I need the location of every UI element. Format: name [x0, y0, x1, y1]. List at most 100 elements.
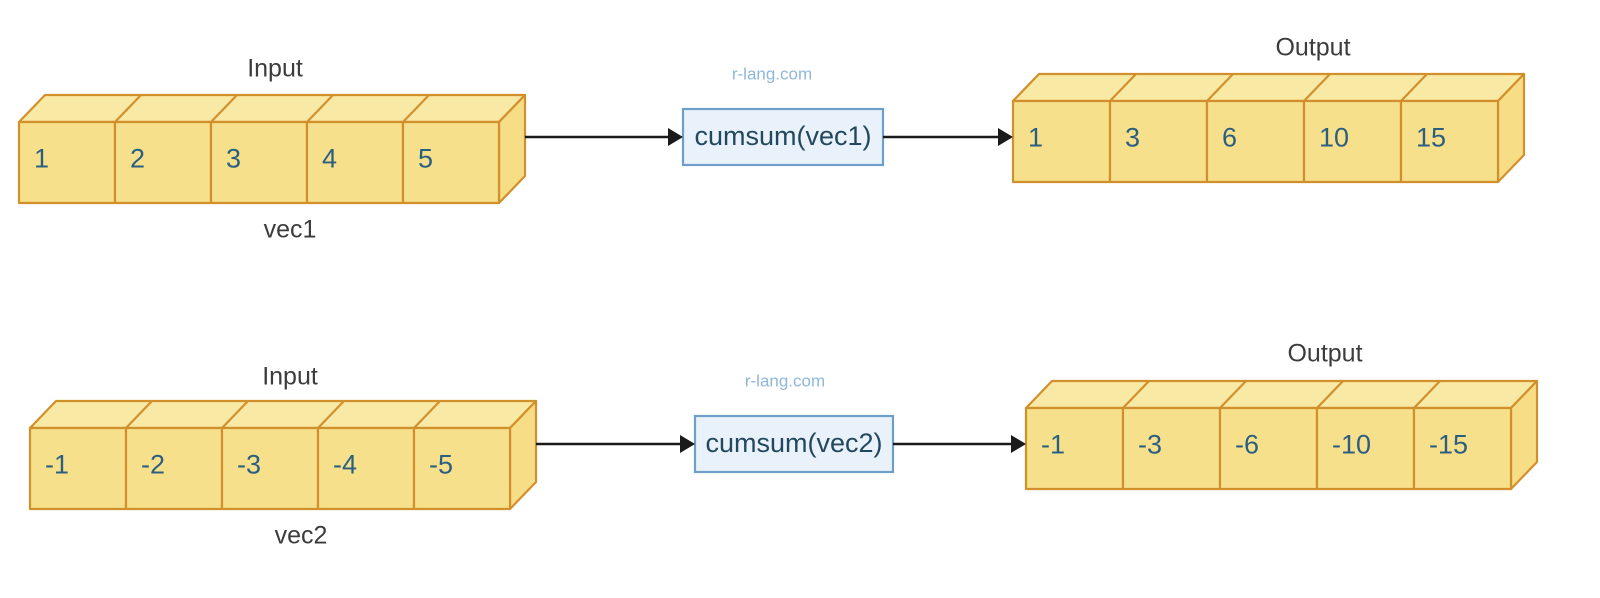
row-1-arrow-op-to-output: [883, 128, 1013, 146]
row-1-output-box-cell: 3: [1108, 73, 1209, 184]
row-2-output-box-cell-face: [1218, 406, 1319, 491]
row-2-output-box-cell: -3: [1121, 380, 1222, 491]
row-1-output-box-cell-top-divider: [1400, 73, 1428, 102]
row-2-input-box-cell-value: -1: [45, 450, 69, 480]
row-1-watermark: r-lang.com: [732, 64, 812, 83]
row-2-output-box: -1 -3 -6 -10 -15: [1024, 379, 1539, 491]
row-2-input-box-cell-top-divider: [221, 400, 249, 429]
row-1-output-box-cell-top-divider: [1109, 73, 1137, 102]
row-2-input-box-cell: -2: [124, 400, 224, 511]
row-2: -1 -2 -3 -4 -5 -1 -3 -6 -10 -15 cumsum(vec2) Input v…: [28, 340, 1539, 550]
row-1-input-box: 1 2 3 4 5: [17, 93, 527, 205]
row-2-input-box-cell: -4: [316, 400, 416, 511]
row-1-output-box-cell-face: [1399, 99, 1500, 184]
row-2-input-box-cell-top-divider: [125, 400, 153, 429]
row-1-output-box-cell-value: 15: [1416, 123, 1446, 153]
row-2-output-box-cell-value: -15: [1429, 430, 1468, 460]
row-2-output-box-cell-value: -6: [1235, 430, 1259, 460]
row-2-input-box-cell-face: [124, 426, 224, 511]
row-2-input-box-cell: -1: [28, 426, 128, 511]
row-2-arrow-input-to-op-head: [680, 435, 695, 453]
row-2-output-box-cell-top-divider: [1219, 380, 1247, 409]
row-1-arrow-op-to-output-head: [998, 128, 1013, 146]
row-2-input-box-cell-value: -2: [141, 450, 165, 480]
row-2-arrow-op-to-output: [893, 435, 1026, 453]
row-2-input-box-cell-face: [28, 426, 128, 511]
row-2-output-box-cell-face: [1024, 406, 1125, 491]
row-1-arrow-input-to-op-head: [668, 128, 683, 146]
row-2-input-box-cell-top-divider: [317, 400, 345, 429]
row-1-output-box-top-face: [1011, 72, 1526, 103]
row-1-input-box-cell: 2: [113, 94, 213, 205]
row-2-input-box-cell-value: -4: [333, 450, 357, 480]
row-2-output-box-cell: -15: [1412, 380, 1513, 491]
row-2-output-box-cell-value: -10: [1332, 430, 1371, 460]
row-2-input-box-cell-value: -3: [237, 450, 261, 480]
row-1-output-box-cell-value: 3: [1125, 123, 1140, 153]
row-1-output-box-cell: 10: [1302, 73, 1403, 184]
row-1-output-box-cell-face: [1108, 99, 1209, 184]
row-2-output-box-top-face: [1024, 379, 1539, 410]
row-1-output-box-cell-value: 1: [1028, 123, 1043, 153]
row-2-output-box-cell-value: -3: [1138, 430, 1162, 460]
row-1-input-box-top-face: [17, 93, 527, 124]
row-1-input-box-cell: 1: [17, 120, 117, 205]
row-1-input-box-cell-face: [401, 120, 501, 205]
row-1-output-box-cell: 15: [1399, 73, 1500, 184]
row-1-input-box-cell-top-divider: [210, 94, 238, 123]
row-1-operation-label: cumsum(vec1): [694, 121, 871, 151]
row-1-output-box-cell-top-divider: [1206, 73, 1234, 102]
row-2-input-box-cell: -3: [220, 400, 320, 511]
row-1-output-box-cell-value: 10: [1319, 123, 1349, 153]
row-1-output-box-cell-top-divider: [1303, 73, 1331, 102]
row-1: 1 2 3 4 5 1 3 6 10 15 cumsum(vec1) Input vec1 Output r…: [17, 34, 1526, 244]
row-1-input-box-cell-value: 4: [322, 144, 337, 174]
row-2-input-box-cell-value: -5: [429, 450, 453, 480]
row-2-output-box-cell: -6: [1218, 380, 1319, 491]
row-1-arrow-input-to-op: [525, 128, 683, 146]
row-2-input-box-cell-face: [412, 426, 512, 511]
row-2-output-box-cell: -1: [1024, 406, 1125, 491]
row-2-output-box-cell: -10: [1315, 380, 1416, 491]
row-1-input-box-cell-face: [113, 120, 213, 205]
row-2-output-box-cell-value: -1: [1041, 430, 1065, 460]
row-2-arrow-op-to-output-head: [1011, 435, 1026, 453]
row-2-input-caption: vec2: [275, 522, 328, 550]
row-1-input-box-cell-top-divider: [402, 94, 430, 123]
row-1-output-box-cell: 1: [1011, 99, 1112, 184]
row-2-input-box-cell-face: [316, 426, 416, 511]
row-2-watermark: r-lang.com: [745, 371, 825, 390]
row-1-output-box: 1 3 6 10 15: [1011, 72, 1526, 184]
row-1-input-box-cell-value: 2: [130, 144, 145, 174]
row-1-output-box-cell: 6: [1205, 73, 1306, 184]
row-1-output-title: Output: [1275, 34, 1350, 62]
row-1-output-box-cell-face: [1011, 99, 1112, 184]
row-1-input-box-cell-top-divider: [306, 94, 334, 123]
row-1-input-box-cell-value: 3: [226, 144, 241, 174]
row-2-output-box-cell-top-divider: [1413, 380, 1441, 409]
row-2-input-box-cell: -5: [412, 400, 512, 511]
row-2-output-box-cell-top-divider: [1122, 380, 1150, 409]
row-2-output-title: Output: [1287, 340, 1362, 368]
row-1-output-box-cell-value: 6: [1222, 123, 1237, 153]
row-1-input-box-cell-top-divider: [114, 94, 142, 123]
row-1-operation-box[interactable]: [681, 107, 885, 167]
row-2-arrow-input-to-op: [536, 435, 695, 453]
row-2-operation-label: cumsum(vec2): [705, 428, 882, 458]
row-2-input-box-cell-top-divider: [413, 400, 441, 429]
row-1-input-box-cell-value: 1: [34, 144, 49, 174]
row-2-output-box-cell-top-divider: [1316, 380, 1344, 409]
row-1-output-box-cell-face: [1302, 99, 1403, 184]
row-2-input-box-top-face: [28, 399, 538, 430]
row-2-input-title: Input: [262, 363, 318, 391]
row-1-input-title: Input: [247, 55, 303, 83]
row-1-input-box-cell-value: 5: [418, 144, 433, 174]
row-2-input-box-cell-face: [220, 426, 320, 511]
row-1-output-box-cell-face: [1205, 99, 1306, 184]
row-2-output-box-cell-face: [1315, 406, 1416, 491]
row-1-input-caption: vec1: [264, 216, 317, 244]
row-2-output-box-cell-face: [1412, 406, 1513, 491]
row-2-input-box: -1 -2 -3 -4 -5: [28, 399, 538, 511]
